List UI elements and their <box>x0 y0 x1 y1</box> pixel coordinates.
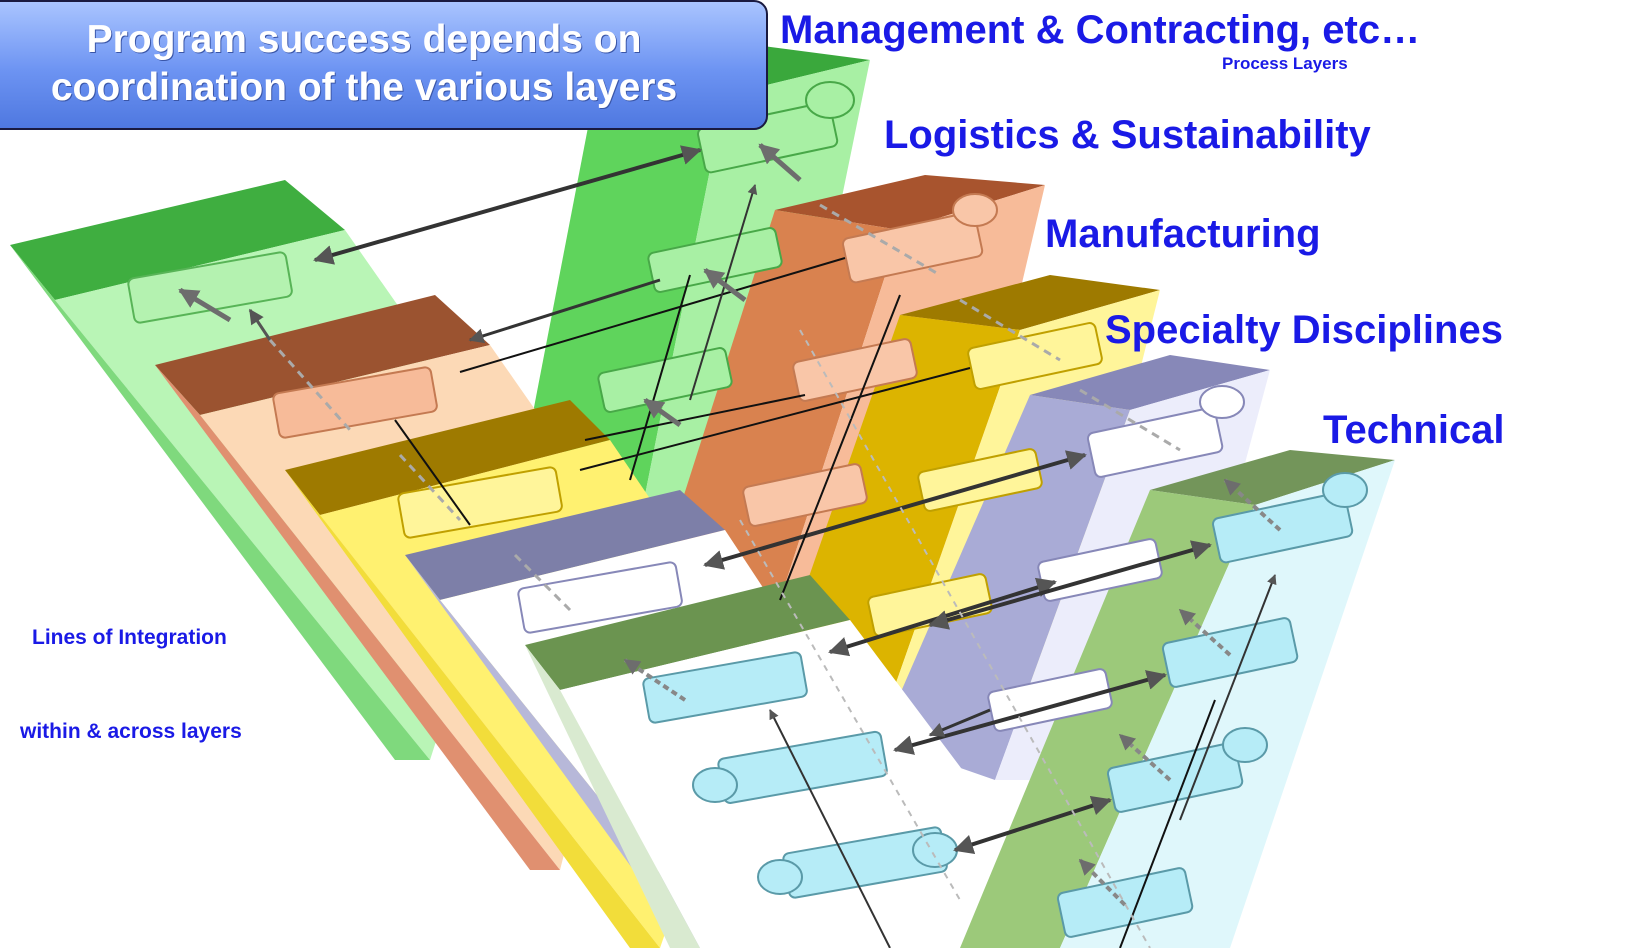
process-layers-label: Process Layers <box>1222 54 1348 73</box>
layer-title-management: Management & Contracting, etc… <box>780 8 1421 52</box>
note-lines-of-integration: Lines of Integration <box>32 626 227 649</box>
callout-line-2: coordination of the various layers <box>50 66 678 109</box>
layer-title-logistics: Logistics & Sustainability <box>884 113 1371 157</box>
layer-title-technical: Technical <box>1323 408 1505 452</box>
program-success-callout: Program success depends on coordination … <box>0 0 768 130</box>
layer-title-specialty: Specialty Disciplines <box>1105 308 1503 352</box>
callout-line-1: Program success depends on <box>86 18 642 61</box>
layer-title-manufacturing: Manufacturing <box>1045 212 1321 256</box>
integration-arrows <box>178 143 1282 948</box>
note-within-across-layers: within & across layers <box>20 720 242 743</box>
